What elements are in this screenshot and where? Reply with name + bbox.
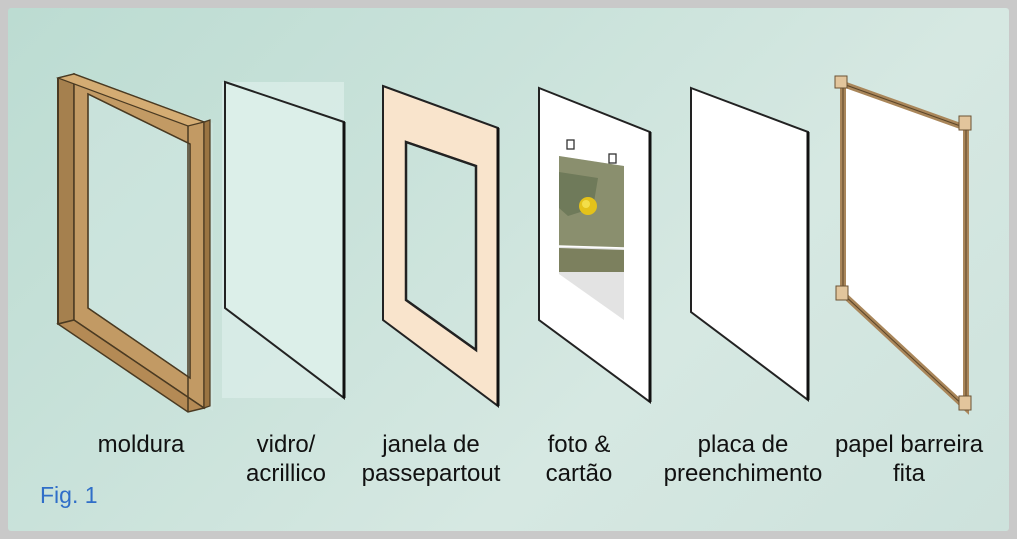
- wooden-frame: [55, 72, 213, 413]
- label-line: janela de: [382, 431, 480, 458]
- label-papel: papel barreira fita: [835, 430, 983, 488]
- label-line: cartão: [545, 460, 613, 487]
- label-line: papel barreira: [834, 431, 984, 458]
- label-line: placa de: [697, 431, 789, 458]
- label-line: vidro/: [256, 431, 316, 458]
- backing-board: [690, 86, 810, 403]
- label-vidro: vidro/ acrillico: [246, 430, 326, 488]
- label-line: foto &: [547, 431, 611, 458]
- photo-on-card: [538, 86, 652, 404]
- diagram-panel: moldura vidro/ acrillico janela de passe…: [8, 8, 1009, 531]
- label-placa: placa de preenchimento: [664, 430, 823, 488]
- label-line: moldura: [97, 431, 185, 458]
- label-line: passepartout: [361, 460, 501, 487]
- label-moldura: moldura: [98, 430, 185, 459]
- glass-pane: [222, 80, 346, 401]
- label-line: fita: [892, 460, 925, 487]
- label-foto: foto & cartão: [546, 430, 613, 488]
- label-passepartout: janela de passepartout: [362, 430, 501, 488]
- figure-label: Fig. 1: [40, 482, 98, 508]
- barrier-paper-taped: [834, 75, 972, 415]
- frame-layers-illustration: [55, 72, 972, 415]
- label-line: preenchimento: [663, 460, 823, 487]
- passepartout-mat: [382, 84, 500, 408]
- label-line: acrillico: [245, 460, 327, 487]
